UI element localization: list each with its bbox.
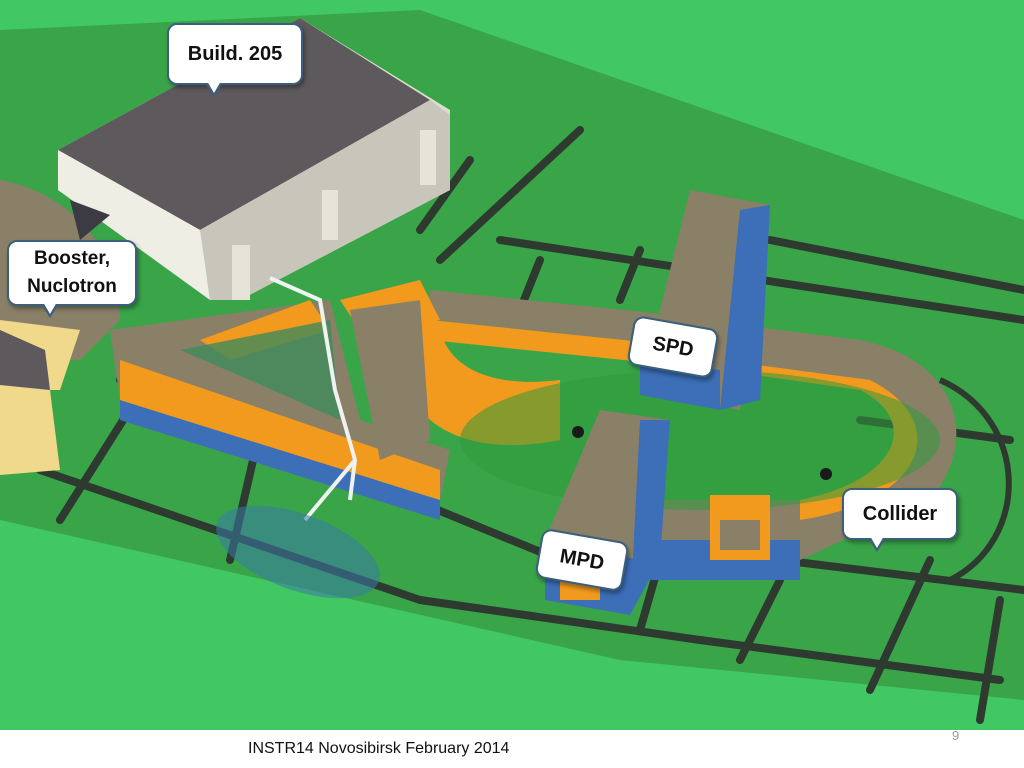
slide-page-number: 9 (952, 728, 960, 743)
callout-pointer (868, 536, 886, 552)
transfer-pipeline (269, 276, 358, 522)
callout-spd-text: SPD (650, 332, 696, 362)
callout-booster-line-2: Nuclotron (27, 276, 117, 297)
auxiliary-building (710, 495, 770, 560)
callout-booster-line-1: Booster, (33, 248, 111, 269)
ring-road (938, 377, 1012, 583)
callout-build-205-text: Build. 205 (187, 43, 283, 65)
callout-pointer (205, 81, 223, 97)
highlight-ellipse (216, 505, 380, 599)
callout-mpd-text: MPD (558, 545, 606, 575)
callout-collider: Collider (842, 488, 958, 552)
callout-booster-nuclotron: Booster, Nuclotron (7, 240, 137, 318)
callout-build-205: Build. 205 (167, 23, 303, 97)
callout-pointer (41, 302, 59, 318)
injection-complex-building (110, 280, 450, 520)
site-plan-illustration (0, 0, 1024, 730)
slide-footer: INSTR14 Novosibirsk February 2014 (248, 740, 510, 757)
building-205 (58, 18, 450, 300)
callout-collider-text: Collider (862, 503, 938, 525)
